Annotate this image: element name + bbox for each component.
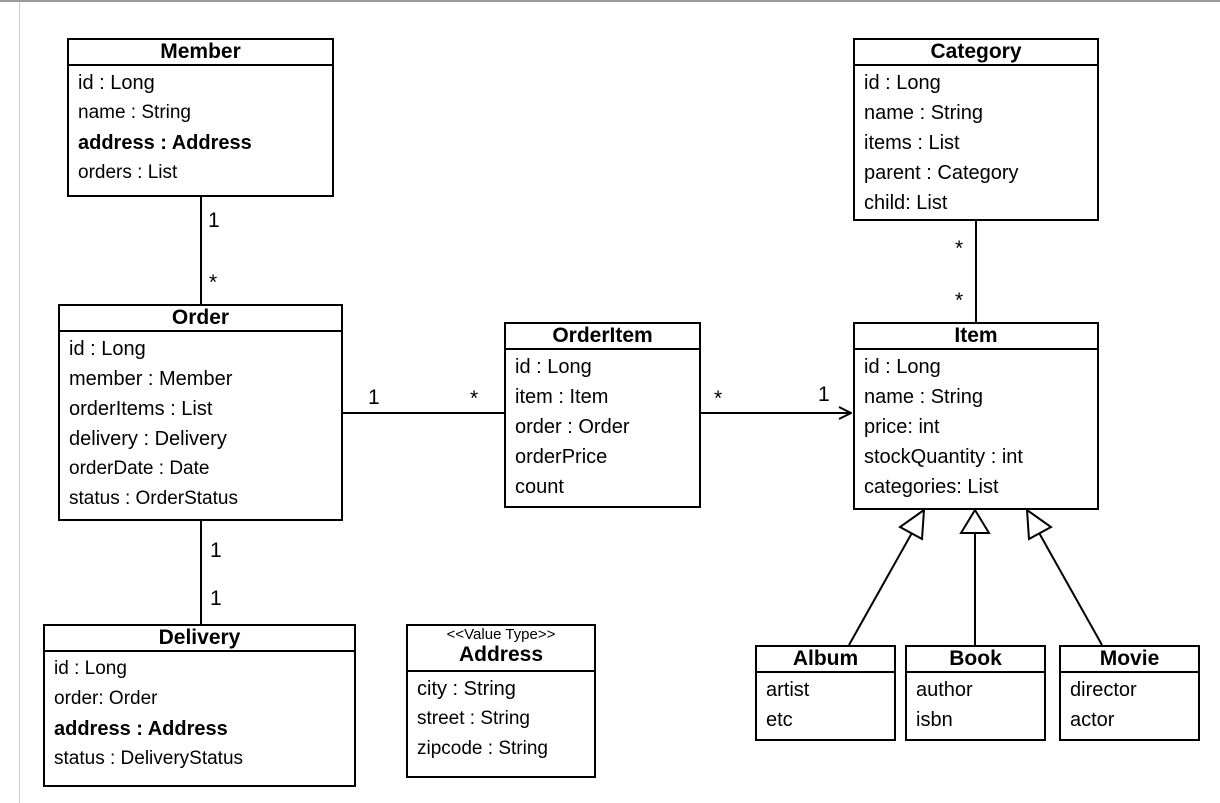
book-field-author: author [916,679,973,701]
window-top-border [0,0,1220,2]
class-order-fields: id : Long member : Member orderItems : L… [60,332,341,514]
class-member-fields: id : Long name : String address : Addres… [69,66,332,188]
item-field-categories: categories: List [864,476,999,498]
member-field-orders: orders : List [78,162,178,183]
class-movie-name: Movie [1061,647,1198,673]
class-orderitem-fields: id : Long item : Item order : Order orde… [506,350,699,502]
address-field-city: city : String [417,678,516,700]
order-field-delivery: delivery : Delivery [69,428,227,450]
album-field-etc: etc [766,709,793,731]
book-inheritance-triangle [959,508,991,534]
orderitem-field-orderprice: orderPrice [515,446,608,468]
mult-order-orderitem-orderitem-end: * [470,387,479,410]
class-delivery-fields: id : Long order: Order address : Address… [45,652,354,774]
category-field-parent: parent : Category [864,162,1019,184]
class-orderitem-name: OrderItem [506,324,699,350]
delivery-field-order: order: Order [54,688,158,709]
mult-member-order-order-end: * [209,271,218,294]
order-field-orderdate: orderDate : Date [69,458,210,479]
order-field-status: status : OrderStatus [69,488,238,509]
delivery-field-id: id : Long [54,658,127,679]
member-field-name: name : String [78,102,191,123]
category-field-items: items : List [864,132,960,154]
class-orderitem[interactable]: OrderItem id : Long item : Item order : … [504,322,701,508]
movie-inheritance-triangle [1025,507,1053,541]
class-category-name: Category [855,40,1097,66]
album-inheritance-triangle [898,507,926,541]
class-item-name: Item [855,324,1097,350]
order-field-id: id : Long [69,338,146,360]
class-book-fields: author isbn [907,673,1044,735]
class-delivery-name: Delivery [45,626,354,652]
mult-order-delivery-order-end: 1 [210,539,222,562]
mult-category-item-category-end: * [955,237,964,260]
order-field-member: member : Member [69,368,233,390]
window-left-border [19,2,20,803]
orderitem-field-count: count [515,476,564,498]
class-book[interactable]: Book author isbn [905,645,1046,741]
class-album-name: Album [757,647,894,673]
class-address-name: Address [458,643,544,666]
delivery-field-address: address : Address [54,718,228,740]
class-album-fields: artist etc [757,673,894,735]
class-album[interactable]: Album artist etc [755,645,896,741]
album-item-inheritance [848,530,914,646]
mult-orderitem-item-item-end: 1 [818,383,830,406]
class-order-name: Order [60,306,341,332]
album-field-artist: artist [766,679,810,701]
category-field-child: child: List [864,192,948,214]
orderitem-field-id: id : Long [515,356,592,378]
class-item-fields: id : Long name : String price: int stock… [855,350,1097,502]
category-field-name: name : String [864,102,983,124]
class-member-name: Member [69,40,332,66]
mult-orderitem-item-orderitem-end: * [714,387,723,410]
item-field-stockquantity: stockQuantity : int [864,446,1023,468]
category-field-id: id : Long [864,72,941,94]
class-address-fields: city : String street : String zipcode : … [408,672,594,764]
book-field-isbn: isbn [916,709,953,731]
member-field-id: id : Long [78,72,155,94]
class-member[interactable]: Member id : Long name : String address :… [67,38,334,197]
class-movie[interactable]: Movie director actor [1059,645,1200,741]
mult-order-delivery-delivery-end: 1 [210,587,222,610]
movie-item-inheritance [1037,530,1103,646]
item-field-id: id : Long [864,356,941,378]
movie-field-actor: actor [1070,709,1115,731]
item-field-name: name : String [864,386,983,408]
class-delivery[interactable]: Delivery id : Long order: Order address … [43,624,356,787]
class-order[interactable]: Order id : Long member : Member orderIte… [58,304,343,521]
class-address[interactable]: <<Value Type>> Address city : String str… [406,624,596,778]
class-address-stereotype: <<Value Type>> [446,626,556,643]
class-item[interactable]: Item id : Long name : String price: int … [853,322,1099,510]
delivery-field-status: status : DeliveryStatus [54,748,244,769]
mult-member-order-member-end: 1 [208,209,220,232]
movie-field-director: director [1070,679,1137,701]
class-category-fields: id : Long name : String items : List par… [855,66,1097,218]
class-movie-fields: director actor [1061,673,1198,735]
orderitem-field-order: order : Order [515,416,630,438]
orderitem-field-item: item : Item [515,386,609,408]
order-field-orderitems: orderItems : List [69,398,213,420]
item-field-price: price: int [864,416,940,438]
mult-category-item-item-end: * [955,289,964,312]
address-field-street: street : String [417,708,530,729]
mult-order-orderitem-order-end: 1 [368,386,380,409]
class-address-header: <<Value Type>> Address [408,626,594,672]
member-field-address: address : Address [78,132,252,154]
class-category[interactable]: Category id : Long name : String items :… [853,38,1099,221]
class-book-name: Book [907,647,1044,673]
address-field-zipcode: zipcode : String [417,738,548,759]
